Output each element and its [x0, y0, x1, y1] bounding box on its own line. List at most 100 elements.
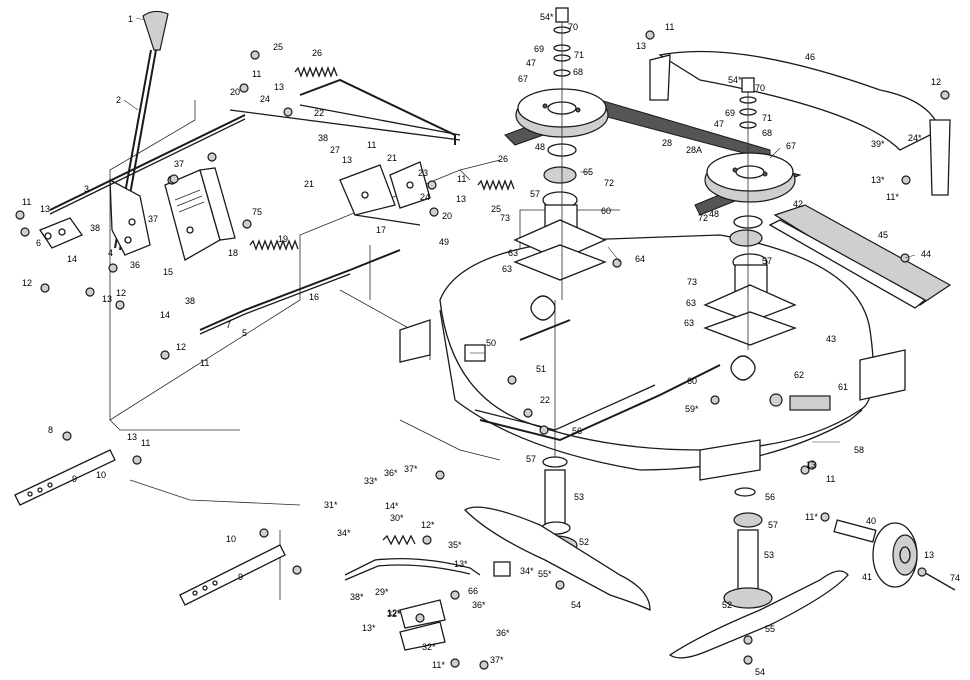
callout-c13i: 13* [454, 559, 468, 569]
callout-c11k: 11 [826, 474, 835, 484]
callout-c29: 29* [375, 587, 389, 597]
callout-c10b: 10 [226, 534, 236, 544]
blade-right [668, 570, 849, 659]
callout-c54c: 54 [571, 600, 581, 610]
front-baffle [768, 204, 952, 309]
rear-bracket [15, 210, 83, 249]
callout-c35: 35* [448, 540, 462, 550]
callout-c11e: 11 [665, 22, 674, 32]
callout-c48b: 48 [709, 209, 719, 219]
callout-c14c: 14* [385, 501, 399, 511]
callout-c28: 28 [662, 138, 672, 148]
callout-c24c: 24* [908, 133, 922, 143]
callout-c63c: 63 [686, 298, 696, 308]
callout-c20b: 20 [442, 211, 452, 221]
callout-c12a: 12 [22, 278, 32, 288]
callout-c44: 44 [921, 249, 931, 259]
callout-labels: 123456789910101111111111111111*11*11*111… [22, 12, 960, 677]
callout-c68a: 68 [573, 67, 583, 77]
callout-c15: 15 [163, 267, 173, 277]
callout-c60b: 60 [601, 206, 611, 216]
callout-c20a: 20 [230, 87, 240, 97]
callout-c49: 49 [439, 237, 449, 247]
callout-c13a: 13 [40, 204, 50, 214]
callout-c67a: 67 [518, 74, 528, 84]
callout-c21a: 21 [387, 153, 397, 163]
belt-guard [649, 50, 951, 196]
spindle-right-lower [723, 487, 773, 609]
callout-c11j: 11* [432, 660, 445, 670]
callout-c24b: 24 [420, 192, 430, 202]
callout-c55a: 55* [538, 569, 552, 579]
callout-c45: 45 [878, 230, 888, 240]
lift-rod [49, 114, 246, 215]
callout-c57a: 57 [530, 189, 540, 199]
callout-c17: 17 [376, 225, 386, 235]
callout-c59: 59* [685, 404, 699, 414]
callout-c26a: 26 [312, 48, 322, 58]
callout-c52a: 52 [579, 537, 589, 547]
callout-c73a: 73 [500, 213, 510, 223]
callout-c50: 50 [486, 338, 496, 348]
callout-c28A: 28A [686, 145, 702, 155]
anti-scalp-bracket [344, 557, 511, 651]
leader-lines [123, 17, 916, 443]
callout-c31: 31* [324, 500, 338, 510]
callout-c14b: 14 [160, 310, 170, 320]
callout-c56b: 56 [765, 492, 775, 502]
callout-c13d: 13 [456, 194, 466, 204]
callout-c51: 51 [536, 364, 546, 374]
callout-c13h: 13* [362, 623, 376, 633]
callout-c41: 41 [862, 572, 872, 582]
callout-c12c: 12 [176, 342, 186, 352]
callout-c38c: 38 [185, 296, 195, 306]
callout-c36d: 36 [130, 260, 140, 270]
callout-c18: 18 [228, 248, 238, 258]
callout-c70b: 70 [755, 83, 765, 93]
spindle-right-stack [703, 77, 797, 350]
callout-c56a: 56 [572, 426, 582, 436]
callout-c63b: 63 [502, 264, 512, 274]
callout-c13g: 13* [871, 175, 885, 185]
callout-c54b: 54* [728, 75, 742, 85]
callout-c11a: 11 [22, 197, 31, 207]
callout-c60a: 60 [687, 376, 697, 386]
callout-c63a: 63 [508, 248, 518, 258]
callout-c6: 6 [36, 238, 41, 248]
callout-c12d: 12* [421, 520, 435, 530]
callout-c13k: 13 [806, 460, 816, 470]
callout-c68b: 68 [762, 128, 772, 138]
pulley-right [704, 152, 796, 203]
callout-c37b: 37 [148, 214, 158, 224]
callout-c37c: 37* [404, 464, 418, 474]
springs [249, 66, 515, 546]
callout-c11f: 11 [200, 358, 209, 368]
callout-c23: 23 [418, 168, 428, 178]
callout-c67b: 67 [786, 141, 796, 151]
callout-c71a: 71 [574, 50, 584, 60]
callout-c22b: 22 [540, 395, 550, 405]
callout-c62: 62 [794, 370, 804, 380]
callout-c11h: 11* [886, 192, 899, 202]
callout-c11d: 11 [457, 174, 466, 184]
callout-c43: 43 [826, 334, 836, 344]
callout-c65: 65 [583, 167, 593, 177]
callout-c32b: 32* [422, 642, 436, 652]
callout-c21b: 21 [304, 179, 314, 189]
callout-c37a: 37 [174, 159, 184, 169]
hardware-bolts [40, 30, 950, 670]
front-linkage-brackets [339, 161, 431, 216]
callout-c1: 1 [128, 14, 133, 24]
linkage-rods [199, 78, 461, 335]
callout-c39: 39* [871, 139, 885, 149]
callout-c55b: 55 [765, 624, 775, 634]
front-lift-arm-upper [14, 449, 116, 506]
callout-c27: 27 [330, 145, 340, 155]
callout-c47a: 47 [526, 58, 536, 68]
callout-c66: 66 [468, 586, 478, 596]
callout-c24a: 24 [260, 94, 270, 104]
callout-c11i: 11* [805, 512, 818, 522]
callout-c13l: 13 [127, 432, 137, 442]
